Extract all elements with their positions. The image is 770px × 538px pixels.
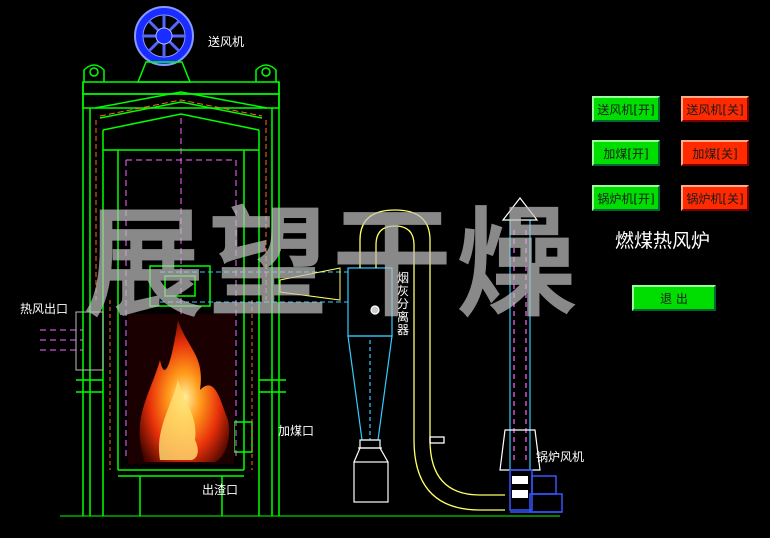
fire-icon	[128, 314, 234, 464]
coal-on-button[interactable]: 加煤[开]	[592, 140, 660, 166]
exhaust-stack	[499, 197, 541, 471]
flue-duct	[359, 209, 505, 511]
connecting-duct	[160, 267, 348, 303]
furnace-casing	[76, 64, 286, 516]
boiler-off-button[interactable]: 锅炉机[关]	[681, 185, 749, 211]
coal-off-button[interactable]: 加煤[关]	[681, 140, 749, 166]
fan-off-button[interactable]: 送风机[关]	[681, 96, 749, 122]
hot-air-outlet-box	[75, 311, 104, 371]
boiler-on-button[interactable]: 锅炉机[开]	[592, 185, 660, 211]
page-title: 燃煤热风炉	[615, 230, 711, 252]
supply-fan-label: 送风机	[208, 35, 245, 49]
refractory-lining	[95, 99, 267, 470]
fan-on-button[interactable]: 送风机[开]	[592, 96, 660, 122]
exit-button[interactable]: 退 出	[632, 285, 716, 311]
cyclone-separator	[347, 267, 393, 503]
boiler-fan-label: 锅炉风机	[536, 450, 585, 464]
supply-fan-icon	[134, 6, 194, 83]
boiler-fan-icon	[509, 469, 563, 513]
dust-separator-label: 烟灰分离器	[396, 271, 409, 337]
hot-air-outlet-label: 热风出口	[20, 302, 69, 316]
coal-inlet-label: 加煤口	[278, 424, 315, 438]
slag-outlet-label: 出渣口	[202, 483, 239, 497]
